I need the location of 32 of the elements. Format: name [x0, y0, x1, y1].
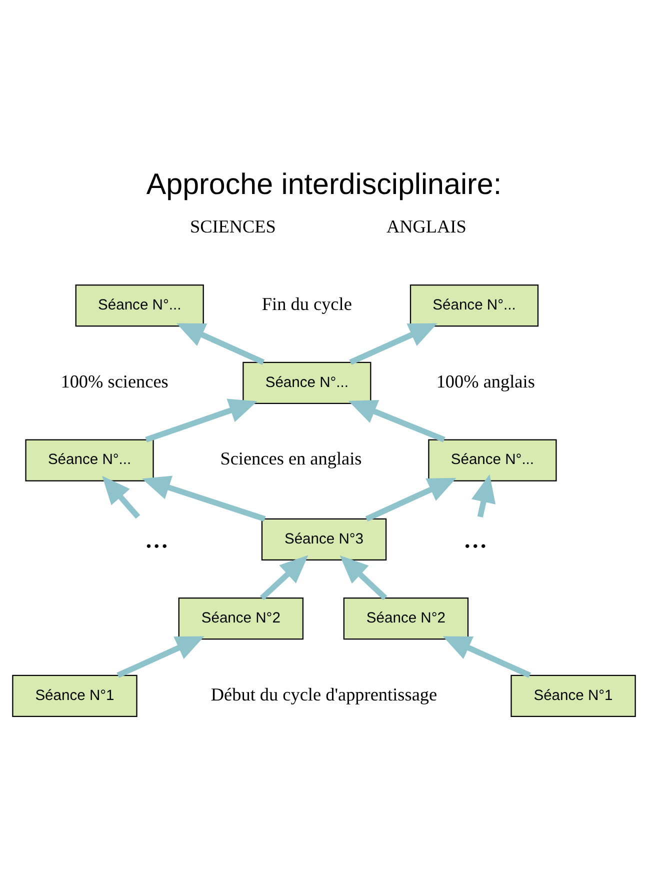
label: 100% sciences: [60, 370, 168, 391]
node-box: Séance N°...: [25, 438, 154, 481]
arrow: [102, 475, 140, 518]
arrow: [349, 322, 438, 364]
node-box: Séance N°...: [242, 361, 372, 404]
label: SCIENCES: [190, 216, 276, 236]
arrow: [471, 474, 496, 518]
arrow: [142, 475, 266, 522]
node-text: ...: [144, 518, 169, 554]
arrow: [365, 477, 456, 522]
label: 100% anglais: [436, 370, 535, 391]
diagram-title: Approche interdisciplinaire:: [146, 167, 502, 200]
node-box: Séance N°3: [261, 518, 387, 560]
arrow: [145, 398, 258, 442]
node-box: Séance N°1: [12, 674, 138, 717]
arrow: [116, 636, 204, 678]
arrow: [340, 554, 388, 600]
node-box: Séance N°...: [428, 438, 557, 481]
node-text: ...: [463, 518, 488, 554]
arrow: [176, 322, 265, 364]
node-box: Séance N°2: [343, 597, 469, 640]
label: Sciences en anglais: [220, 448, 362, 468]
node-box: Séance N°...: [410, 284, 539, 326]
node-box: Séance N°1: [510, 674, 636, 717]
label: ANGLAIS: [386, 216, 466, 236]
arrow: [442, 636, 531, 678]
node-box: Séance N°...: [75, 284, 204, 326]
label: Fin du cycle: [262, 293, 352, 314]
arrow: [348, 400, 446, 442]
label: Début du cycle d'apprentissage: [210, 684, 438, 704]
arrow: [260, 554, 308, 600]
node-box: Séance N°2: [178, 597, 304, 640]
